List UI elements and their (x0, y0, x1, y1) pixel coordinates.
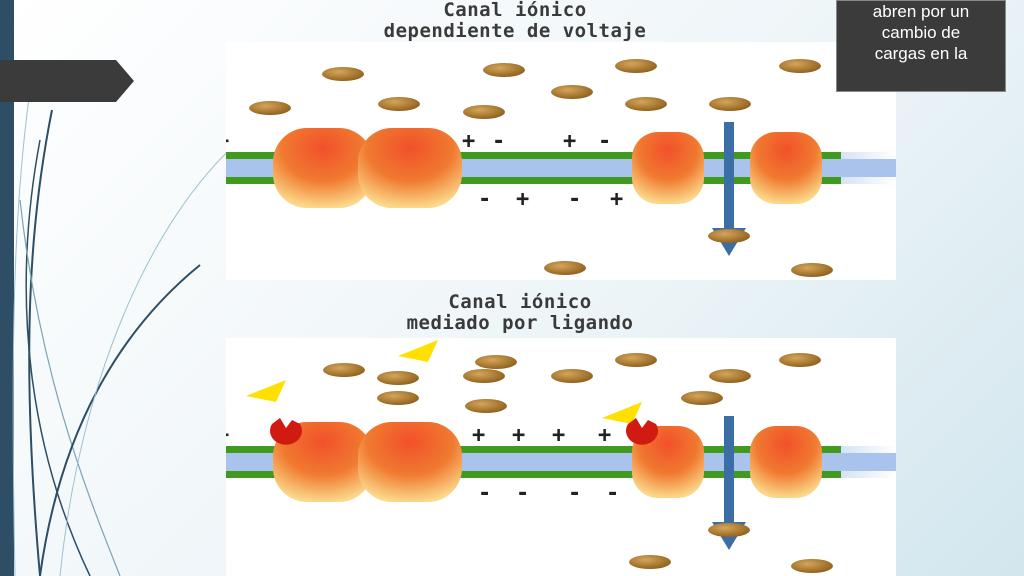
membrane-top-line (226, 446, 841, 453)
open-channel-right-subunit (750, 132, 822, 204)
ion-particle (551, 85, 593, 99)
callout-line: cambio de (881, 23, 961, 42)
ion-particle (709, 97, 751, 111)
voltage-gated-channel-diagram: ++++++-+-------+-+ (226, 42, 896, 280)
left-accent-bar (0, 0, 14, 576)
ligand-molecule (246, 380, 286, 402)
top-charge-label: + (226, 423, 229, 448)
top-charge-label: - (598, 129, 611, 154)
ion-flow-arrow-shaft (724, 416, 734, 526)
bottom-charge-label: - (568, 187, 581, 212)
ion-particle (483, 63, 525, 77)
ligand-binding-site (270, 418, 302, 445)
ligand-gated-channel-diagram: +++++++++--------- (226, 338, 896, 576)
top-charge-label: + (472, 423, 485, 448)
top-charge-label: + (598, 423, 611, 448)
diagram-title-voltage: Canal iónico dependiente de voltaje (300, 0, 730, 42)
ion-particle (249, 101, 291, 115)
ion-particle (615, 59, 657, 73)
ion-particle (708, 523, 750, 537)
closed-channel-left-subunit (273, 422, 373, 502)
ion-particle (465, 399, 507, 413)
ion-particle (463, 105, 505, 119)
closed-channel-left-subunit (273, 128, 373, 208)
open-channel-left-subunit (632, 426, 704, 498)
ligand-binding-site (626, 418, 658, 445)
diagram-title-ligand: Canal iónico mediado por ligando (305, 292, 735, 334)
ligand-molecule (398, 340, 438, 362)
ion-particle (322, 67, 364, 81)
callout-line: abren por un (872, 2, 970, 21)
callout-line: cargas en la (874, 44, 968, 63)
ion-particle (779, 59, 821, 73)
title-line: mediado por ligando (406, 312, 634, 334)
top-charge-label: + (563, 129, 576, 154)
bottom-charge-label: - (226, 187, 229, 212)
ion-particle (377, 391, 419, 405)
bottom-charge-label: - (568, 481, 581, 506)
ion-particle (709, 369, 751, 383)
open-channel-left-subunit (632, 132, 704, 204)
ion-particle (708, 229, 750, 243)
callout-text-box: abren por un cambio de cargas en la (836, 0, 1006, 92)
title-line: Canal iónico (443, 0, 587, 21)
open-channel-right-subunit (750, 426, 822, 498)
ion-particle (791, 263, 833, 277)
top-charge-label: + (512, 423, 525, 448)
membrane-bottom-line (226, 471, 841, 478)
ion-particle (378, 97, 420, 111)
membrane-top-line (226, 152, 841, 159)
bottom-charge-label: + (610, 187, 623, 212)
closed-channel-right-subunit (358, 422, 462, 502)
bottom-charge-label: - (516, 481, 529, 506)
decorative-curves (12, 89, 241, 576)
title-line: dependiente de voltaje (383, 20, 647, 42)
ion-particle (615, 353, 657, 367)
bottom-charge-label: - (606, 481, 619, 506)
ion-particle (791, 559, 833, 573)
title-line: Canal iónico (448, 291, 592, 313)
ion-particle (629, 555, 671, 569)
top-charge-label: + (226, 129, 229, 154)
ligand-molecule (602, 402, 642, 424)
top-charge-label: - (492, 129, 505, 154)
membrane-bottom-line (226, 177, 841, 184)
ion-particle (323, 363, 365, 377)
top-charge-label: + (552, 423, 565, 448)
ion-particle (463, 369, 505, 383)
bottom-charge-label: + (516, 187, 529, 212)
ion-particle (544, 261, 586, 275)
ion-particle (475, 355, 517, 369)
ion-flow-arrow-shaft (724, 122, 734, 232)
ion-particle (377, 371, 419, 385)
ion-particle (551, 369, 593, 383)
ion-particle (681, 391, 723, 405)
slide-arrow-tab (0, 60, 134, 102)
ion-particle (779, 353, 821, 367)
ion-particle (625, 97, 667, 111)
bottom-charge-label: - (478, 187, 491, 212)
bottom-charge-label: - (478, 481, 491, 506)
bottom-charge-label: - (226, 481, 229, 506)
closed-channel-right-subunit (358, 128, 462, 208)
top-charge-label: + (462, 129, 475, 154)
